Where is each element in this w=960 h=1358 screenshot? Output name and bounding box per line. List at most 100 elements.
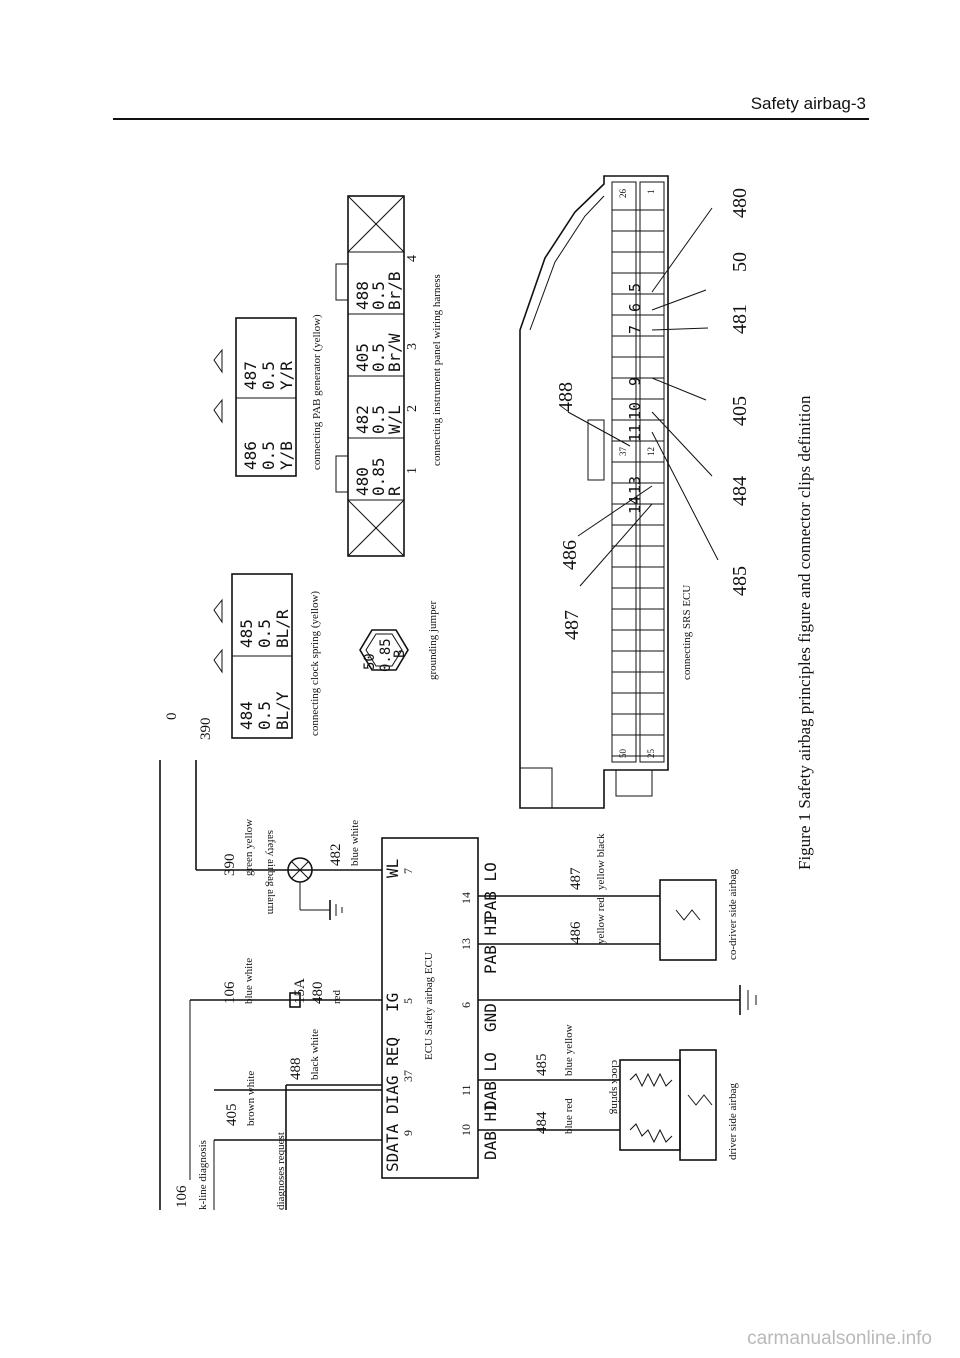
header-rule [113, 118, 869, 120]
pin-sdata: SDATA [383, 1123, 402, 1172]
ip-cell-2-wire: 482 [353, 405, 372, 434]
wire-482-label: 482 [328, 844, 344, 867]
ip-pin-4: 4 [405, 255, 420, 262]
latch-icon [213, 598, 223, 674]
callout-487: 487 [561, 610, 583, 640]
ip-cell-1-wire: 480 [353, 467, 372, 496]
fuse-icon [289, 992, 301, 1008]
clock-spring-cell-1-size: 0.5 [255, 701, 274, 730]
pin-n5: 5 [401, 998, 415, 1004]
clock-spring-icon [629, 1072, 673, 1144]
wire-106-label: 106 [222, 981, 238, 1004]
callout-488: 488 [555, 382, 577, 412]
ip-cell-1-color: R [385, 486, 404, 496]
cavity-25: 25 [646, 749, 656, 759]
clock-spring-cell-1-wire: 484 [237, 701, 256, 730]
pab-connector-caption: connecting PAB generator (yellow) [311, 314, 323, 470]
wire-390-label: 390 [222, 854, 238, 877]
pin-n9: 9 [401, 1130, 415, 1136]
clock-spring-cell-2-wire: 485 [237, 619, 256, 648]
grounding-caption: grounding jumper [427, 601, 439, 680]
driver-airbag-label: driver side airbag [727, 1083, 739, 1160]
ip-cell-3-color: Br/W [385, 333, 404, 372]
pin-n11: 11 [459, 1084, 473, 1096]
wire-487-label: 487 [568, 867, 584, 890]
codriver-airbag-label: co-driver side airbag [727, 868, 739, 960]
k-line-label: k-line diagnosis [197, 1140, 209, 1210]
ecu-pin-7: 7 [626, 325, 644, 334]
ip-pin-3: 3 [405, 343, 420, 350]
pin-pab-lo: PAB LO [481, 862, 500, 920]
callout-50: 50 [729, 252, 751, 272]
pin-n6: 6 [459, 1002, 473, 1008]
pin-ig: IG [383, 993, 402, 1012]
wire-485-label: 485 [534, 1054, 550, 1077]
pin-pab-hi: PAB HI [481, 916, 500, 974]
driver-airbag-box [679, 1049, 717, 1161]
pab-generator-connector [235, 317, 297, 477]
srs-ecu-caption: connecting SRS ECU [681, 585, 693, 680]
wire-484-color: blue red [563, 1098, 575, 1134]
codriver-airbag-box [659, 879, 717, 961]
pab-cell-2-wire: 487 [241, 361, 260, 390]
pin-diag-req: DIAG REQ [383, 1037, 402, 1114]
wire-482-color: blue white [349, 820, 361, 866]
wire-390-top-label: 390 [198, 718, 214, 741]
pin-wl: WL [383, 859, 402, 878]
pin-n13: 13 [459, 938, 473, 950]
diag-request-label: diagnoses request [275, 1132, 287, 1210]
pab-cell-2-size: 0.5 [259, 361, 278, 390]
wire-486-color: yellow red [595, 897, 607, 944]
srs-ecu-cavities [611, 181, 665, 763]
cavity-12: 12 [646, 447, 656, 456]
wire-480-label: 480 [310, 982, 326, 1005]
pin-n14: 14 [459, 892, 473, 904]
clock-spring-cell-2-size: 0.5 [255, 619, 274, 648]
ip-cell-4-size: 0.5 [369, 281, 388, 310]
callout-486: 486 [559, 540, 581, 570]
wire-488-color: black white [309, 1029, 321, 1080]
cavity-26: 26 [618, 189, 628, 199]
ip-cell-4-color: Br/B [385, 271, 404, 310]
callout-484: 484 [729, 476, 751, 506]
ecu-box [381, 837, 479, 1179]
cavity-50: 50 [618, 749, 628, 759]
ip-cell-3-wire: 405 [353, 343, 372, 372]
fuse-label: 15A [292, 978, 308, 1004]
cavity-37: 37 [618, 447, 628, 457]
grounding-color: B [392, 650, 408, 658]
ip-cell-2-size: 0.5 [369, 405, 388, 434]
wire-487-color: yellow black [595, 833, 607, 890]
cavity-1: 1 [646, 190, 656, 195]
latch-icon [213, 348, 223, 424]
ip-connector-caption: connecting instrument panel wiring harne… [431, 274, 443, 466]
ip-cell-3-size: 0.5 [369, 343, 388, 372]
wire-486-label: 486 [568, 921, 584, 944]
wire-488-label: 488 [288, 1058, 304, 1081]
srs-ecu-housing [519, 175, 669, 809]
pin-n10: 10 [459, 1124, 473, 1136]
wire-405-color: brown white [245, 1071, 257, 1126]
callout-485: 485 [729, 566, 751, 596]
clock-spring-label: clock spring [609, 1060, 621, 1115]
clock-spring-connector-caption: connecting clock spring (yellow) [309, 591, 321, 736]
pin-dab-hi: DAB HI [481, 1102, 500, 1160]
pab-cell-1-color: Y/B [277, 441, 296, 470]
ecu-pin-11: 11 [626, 424, 644, 442]
clock-spring-cell-1-color: BL/Y [273, 691, 292, 730]
pin-n7: 7 [401, 868, 415, 874]
ecu-pin-13: 13 [626, 476, 644, 494]
ip-pin-1: 1 [405, 467, 420, 474]
ip-cell-2-color: W/L [385, 405, 404, 434]
wire-0-label: 0 [164, 713, 180, 721]
ip-cell-1-size: 0.85 [369, 457, 388, 496]
wire-405-label: 405 [224, 1104, 240, 1127]
ecu-pin-10: 10 [626, 402, 644, 420]
callout-480: 480 [729, 188, 751, 218]
wire-485-color: blue yellow [563, 1024, 575, 1076]
ecu-pin-9: 9 [626, 377, 644, 386]
pin-n37: 37 [401, 1070, 415, 1082]
grounding-wire: 50 [362, 653, 378, 670]
wire-484-label: 484 [534, 1111, 550, 1134]
